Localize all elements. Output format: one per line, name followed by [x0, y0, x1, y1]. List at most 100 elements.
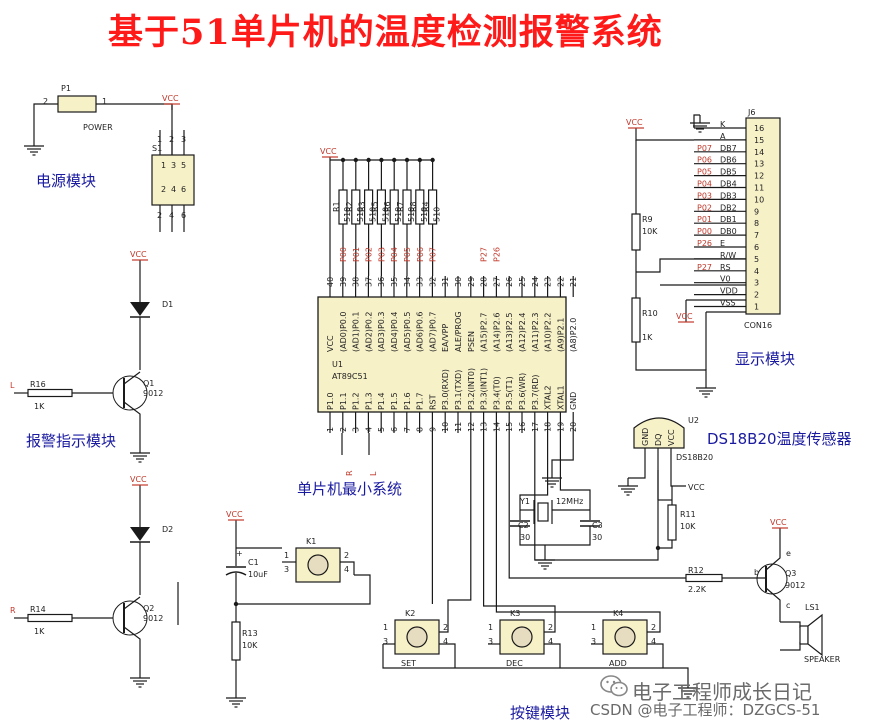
resistor: [415, 189, 425, 225]
mcu-part: AT89C51: [332, 372, 368, 381]
mcu-pin-name: P1.2: [352, 392, 361, 410]
wire: [382, 644, 689, 680]
net-label: R: [10, 606, 16, 615]
wire: [236, 574, 371, 605]
lcd-pin-name: DB4: [720, 180, 737, 189]
mcu-chip: [317, 296, 567, 413]
mcu-pin-number: 38: [352, 277, 361, 287]
s1-pin-bot: 6: [181, 211, 186, 220]
p1-name: POWER: [83, 123, 113, 132]
s1-pin-top: 1: [157, 135, 162, 144]
r10-value: 1K: [642, 333, 653, 342]
p1-pin2: 2: [43, 97, 48, 106]
s1-pin-mid: 3: [171, 161, 176, 170]
net-label: R: [345, 470, 354, 476]
rpack-ref: R7: [396, 201, 405, 212]
mcu-pin-number: 1: [326, 427, 335, 432]
key-pin: 2: [344, 551, 349, 560]
wire: [628, 470, 646, 479]
wire: [495, 433, 661, 633]
key-button-icon: [406, 626, 428, 648]
lcd-pin-name: DB0: [720, 227, 737, 236]
key-pin: 3: [591, 637, 596, 646]
key-pin: 4: [344, 565, 349, 574]
resistor: [376, 189, 386, 225]
net-label: P06: [697, 156, 712, 165]
wire: [559, 433, 591, 510]
mcu-pin-number: 32: [428, 277, 437, 287]
key-pin: 1: [591, 623, 596, 632]
mcu-pin-name: (AD0)P0.0: [339, 311, 348, 352]
sensor-part: DS18B20: [676, 453, 713, 462]
junction-dot: [430, 157, 435, 163]
led-icon: [130, 527, 150, 541]
lcd-pin-number: 11: [754, 184, 764, 193]
crystal: [537, 502, 549, 522]
mcu-pin-number: 28: [480, 277, 489, 287]
mcu-pin-name: (A10)P2.2: [544, 313, 553, 352]
key-pin: 4: [443, 637, 448, 646]
transistor-ref: Q2: [143, 604, 154, 613]
transistor-icon: [756, 563, 788, 595]
wechat-icon: [600, 675, 628, 697]
mcu-pin-name: (A15)P2.7: [480, 313, 489, 352]
s1-pin-mid: 4: [171, 185, 176, 194]
sensor-pin-name: GND: [641, 428, 650, 446]
junction-dot: [417, 157, 422, 163]
wire: [780, 621, 801, 628]
q3-e: e: [786, 549, 791, 558]
ls1-ref: LS1: [805, 603, 820, 612]
resistor: [667, 504, 677, 541]
c3-value: 30: [592, 533, 602, 542]
lcd-pin-name: VSS: [720, 299, 736, 308]
key-pin: 4: [651, 637, 656, 646]
wire: [670, 470, 686, 487]
resistor-ref: R14: [30, 605, 46, 614]
wire: [123, 401, 141, 445]
q3-c: c: [786, 601, 790, 610]
wire: [636, 258, 746, 273]
sensor-ref: U2: [688, 416, 699, 425]
mcu-pin-number: 13: [480, 422, 489, 432]
lcd-pin-number: 1: [754, 303, 759, 312]
keys-module-label: 按键模块: [510, 704, 570, 722]
mcu-pin-number: 34: [403, 277, 412, 287]
rpack-value: 510: [420, 207, 429, 222]
lcd-pin-number: 10: [754, 195, 764, 204]
c3-ref: C3: [592, 521, 603, 530]
key-ref: K3: [510, 609, 520, 618]
key-pin: 1: [284, 551, 289, 560]
rpack-ref: R6: [383, 201, 392, 212]
key-pin: 3: [383, 637, 388, 646]
mcu-pin-number: 40: [326, 277, 335, 287]
mcu-pin-name: (AD6)P0.6: [416, 311, 425, 352]
mcu-pin-number: 29: [467, 277, 476, 287]
wire: [534, 433, 659, 561]
r13-ref: R13: [242, 629, 258, 638]
mcu-pin-name: P1.6: [403, 392, 412, 410]
mcu-pin-name: (A9)P2.1: [556, 318, 565, 352]
mcu-pin-name: P1.1: [339, 392, 348, 410]
lcd-pin-name: DB7: [720, 144, 737, 153]
key-pin: 3: [488, 637, 493, 646]
led-icon: [130, 302, 150, 316]
junction-dot: [340, 157, 346, 163]
resistor: [364, 189, 374, 225]
mcu-pin-number: 30: [454, 277, 463, 287]
net-label: P03: [697, 191, 712, 200]
junction-dot: [655, 545, 661, 551]
net-label: P07: [697, 144, 712, 153]
lcd-pin-number: 12: [754, 172, 764, 181]
mcu-pin-number: 3: [352, 427, 361, 432]
watermark-line2: CSDN @电子工程师：DZGCS-51: [590, 701, 821, 719]
mcu-pin-name: XTAL1: [556, 385, 565, 410]
rpack-value: 510: [369, 207, 378, 222]
mcu-pin-number: 23: [544, 277, 553, 287]
mcu-pin-number: 6: [390, 427, 399, 432]
resistor: [428, 189, 438, 225]
net-label: P27: [697, 263, 712, 272]
mcu-pin-name: P3.1(TXD): [454, 370, 463, 410]
transistor-ref: Q1: [143, 379, 154, 388]
vcc-label: VCC: [226, 510, 243, 519]
mcu-pin-name: P3.3(INT1): [480, 368, 489, 410]
